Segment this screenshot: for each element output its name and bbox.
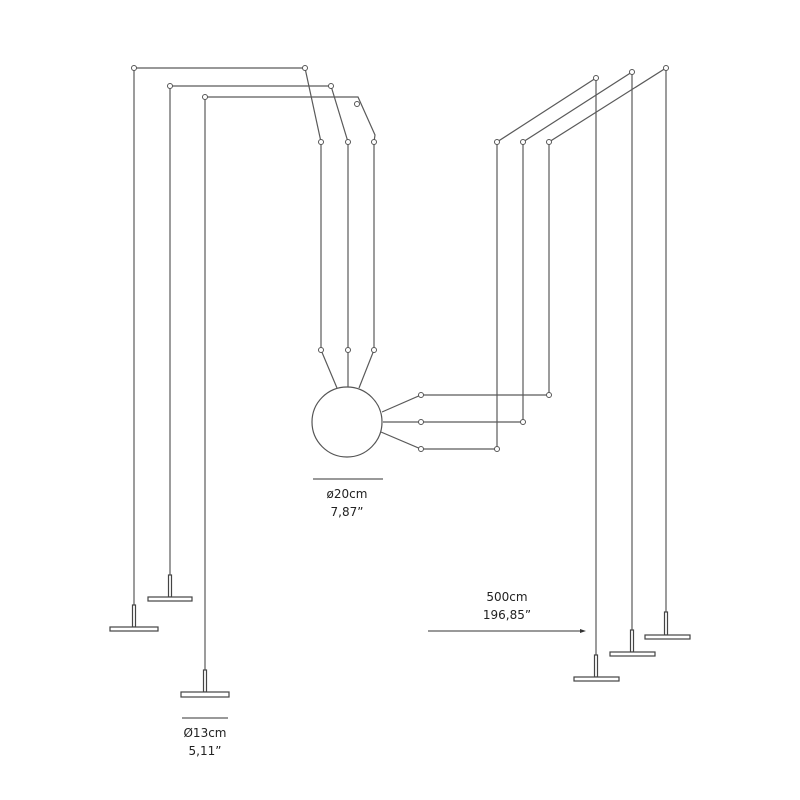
arrow-right-icon [580, 629, 586, 633]
cable-length-dimension: 500cm 196,85” [428, 590, 586, 633]
central-sphere [311, 386, 383, 458]
cable-nodes [131, 65, 669, 452]
cable-length-cm: 500cm [486, 590, 527, 604]
disc-diameter-cm: Ø13cm [183, 726, 226, 740]
sphere-diameter-cm: ø20cm [327, 487, 368, 501]
sphere-diameter-in: 7,87” [331, 505, 364, 519]
disc-dimension: Ø13cm 5,11” [182, 717, 228, 758]
pendant-discs [109, 574, 691, 698]
right-cables [380, 66, 667, 655]
cable-length-in: 196,85” [483, 608, 531, 622]
sphere-dimension: ø20cm 7,87” [313, 478, 383, 519]
disc-diameter-in: 5,11” [189, 744, 222, 758]
